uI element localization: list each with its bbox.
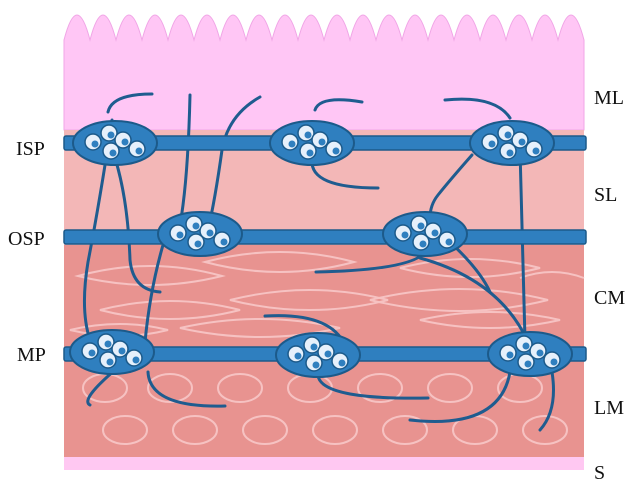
label-s: S	[594, 463, 605, 483]
isp-ganglion-middle	[270, 121, 354, 165]
label-isp: ISP	[16, 139, 45, 159]
label-sl: SL	[594, 185, 617, 205]
isp-ganglion-left	[73, 121, 157, 165]
mp-ganglion-left	[70, 330, 154, 374]
isp-ganglion-right	[470, 121, 554, 165]
label-ml: ML	[594, 88, 624, 108]
serosa-layer	[64, 457, 584, 470]
osp-ganglion-right	[383, 212, 467, 256]
label-osp: OSP	[8, 229, 45, 249]
label-mp: MP	[17, 345, 46, 365]
mp-ganglion-right	[488, 332, 572, 376]
mp-ganglion-middle	[276, 333, 360, 377]
osp-plexus-bar	[64, 230, 586, 244]
label-lm: LM	[594, 398, 624, 418]
label-cm: CM	[594, 288, 625, 308]
osp-ganglion-left	[158, 212, 242, 256]
